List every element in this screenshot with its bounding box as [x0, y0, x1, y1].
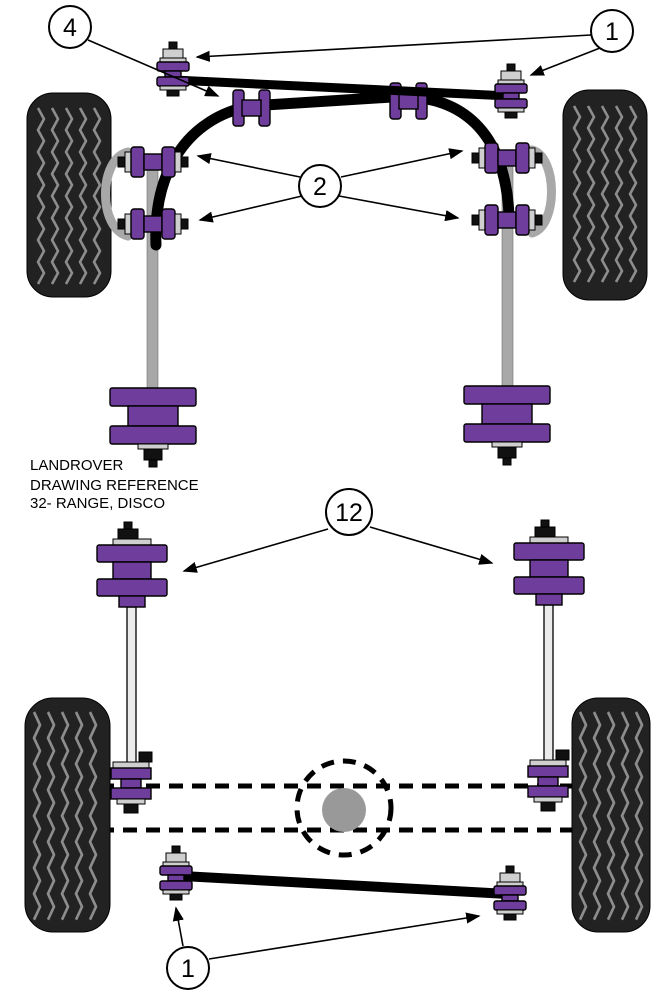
arrow-1b-left	[172, 906, 184, 947]
tire-front-left	[26, 92, 112, 298]
arrow-2-lower-left	[198, 195, 303, 223]
tire-rear-left	[24, 697, 111, 933]
drop-link-bush-front-right	[494, 63, 528, 119]
drawing-reference-label: DRAWING REFERENCE	[30, 477, 199, 494]
shock-mount-front-right	[463, 385, 551, 466]
callout-rear-drop-link: 1	[166, 946, 210, 990]
arrow-2-upper-right	[340, 148, 464, 178]
arrow-12-left	[182, 528, 329, 573]
front-axle-diagram	[26, 41, 648, 468]
arrow-4-to-clamp	[87, 39, 220, 97]
arrow-1b-right	[208, 912, 481, 960]
callout-label: 1	[605, 18, 619, 46]
drop-link-bar-front	[169, 75, 514, 101]
chassis-mount-rear-right	[513, 519, 585, 606]
arrow-12-right	[369, 526, 494, 565]
arrow-2-upper-left	[196, 153, 301, 178]
shock-rod-rear-left	[126, 606, 137, 771]
arrow-2-lower-right	[338, 195, 460, 222]
callout-label: 2	[313, 173, 327, 201]
drop-link-bush-rear-right	[493, 865, 527, 921]
rear-axle-diagram	[24, 519, 651, 933]
callout-label: 4	[63, 14, 77, 42]
callout-front-radius-arm-bush: 2	[298, 164, 342, 208]
callout-label: 1	[181, 955, 195, 983]
shock-rod-rear-right	[543, 604, 554, 769]
callout-front-arb-mount: 4	[48, 5, 92, 49]
anti-roll-bar-rear	[177, 871, 513, 899]
drawing-reference-number: 32- RANGE, DISCO	[30, 495, 165, 512]
shock-mount-front-left	[109, 387, 197, 468]
arrow-1-to-left-link	[195, 34, 592, 62]
arrow-1-to-right-link	[529, 47, 601, 76]
callout-rear-chassis-mount: 12	[325, 488, 373, 536]
drawing-make-label: LANDROVER	[30, 457, 124, 474]
chassis-mount-rear-left	[96, 521, 168, 608]
differential-hub	[322, 788, 366, 832]
drop-link-bush-front-left	[156, 41, 190, 97]
tire-front-right	[562, 89, 648, 301]
drawing-reference-block: LANDROVER DRAWING REFERENCE 32- RANGE, D…	[30, 457, 199, 512]
callout-front-drop-link: 1	[590, 9, 634, 53]
tire-rear-right	[571, 697, 651, 933]
differential-outline	[294, 758, 394, 858]
arb-clamp-bush-left	[232, 89, 271, 127]
callout-label: 12	[335, 499, 363, 527]
drop-link-bush-rear-left	[159, 845, 193, 901]
callout-arrows	[87, 34, 601, 960]
